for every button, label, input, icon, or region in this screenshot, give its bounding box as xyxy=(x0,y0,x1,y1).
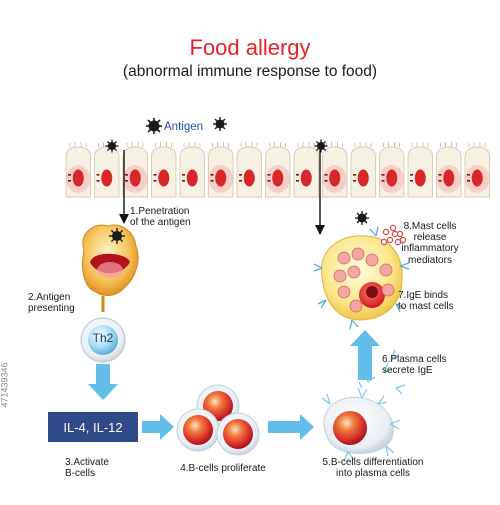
step-5-line-1: 5.B-cells differentiation xyxy=(322,457,424,468)
step-2-label: 2.Antigen presenting xyxy=(28,292,98,314)
cytokine-label: IL-4, IL-12 xyxy=(63,420,123,435)
antigen-label: Antigen xyxy=(164,121,204,133)
step-6-label: 6.Plasma cells secrete IgE xyxy=(382,354,472,376)
arrow-icon xyxy=(142,414,174,440)
step-8-line-1: 8.Mast cells xyxy=(403,221,457,232)
step-7-line-2: to mast cells xyxy=(398,301,454,313)
page-title: Food allergy xyxy=(189,35,311,60)
step-8-line-3: inflammatory xyxy=(401,243,459,255)
step-8-line-2: release xyxy=(413,232,447,244)
step-2-line-1: 2.Antigen xyxy=(28,292,71,303)
step-7-line-1: 7.IgE binds xyxy=(398,290,449,301)
epithelial-cell-icon xyxy=(151,142,177,198)
step-2-line-2: presenting xyxy=(28,303,75,315)
b-cell-icon xyxy=(176,384,260,456)
epithelial-cell-icon xyxy=(436,142,462,198)
th2-cell-icon xyxy=(80,317,126,363)
antigen-icon xyxy=(146,118,162,134)
step-1-line-2: of the antigen xyxy=(130,217,191,229)
plasma-cell-icon xyxy=(321,349,406,462)
penetration-arrow-right xyxy=(315,150,325,235)
epithelial-cell-icon xyxy=(179,142,205,198)
step-8-label: 8.Mast cells release inflammatory mediat… xyxy=(390,221,470,266)
th2-label: Th2 xyxy=(92,331,114,345)
epithelial-cell-icon xyxy=(293,142,319,198)
epithelial-cell-icon xyxy=(350,142,376,198)
step-3-line-1: 3.Activate xyxy=(65,457,109,468)
epithelial-cell-icon xyxy=(122,142,148,198)
step-6-line-2: secrete IgE xyxy=(382,365,433,377)
epithelial-cell-icon xyxy=(464,142,490,198)
page-subtitle: (abnormal immune response to food) xyxy=(122,63,378,80)
epithelial-cell-icon xyxy=(236,142,262,198)
stock-id: 471439346 xyxy=(0,362,10,408)
antigen-presenting-cell-icon xyxy=(82,224,139,312)
mast-cell-icon xyxy=(313,211,410,330)
step-1-label: 1.Penetration of the antigen xyxy=(130,206,200,228)
arrow-icon xyxy=(88,364,118,400)
step-1-line-1: 1.Penetration xyxy=(130,206,190,217)
cytokine-box xyxy=(48,412,138,442)
step-4-line-1: 4.B-cells proliferate xyxy=(180,463,266,474)
epithelial-cell-icon xyxy=(265,142,291,198)
step-6-line-1: 6.Plasma cells xyxy=(382,354,447,365)
arrow-icon xyxy=(350,330,380,380)
epithelial-cell-icon xyxy=(208,142,234,198)
step-4-label: 4.B-cells proliferate xyxy=(168,463,278,474)
step-7-label: 7.IgE binds to mast cells xyxy=(398,290,488,312)
step-8-line-4: mediators xyxy=(408,254,452,266)
penetration-arrow-left xyxy=(119,150,129,224)
epithelium-layer xyxy=(65,142,490,198)
step-5-label: 5.B-cells differentiation into plasma ce… xyxy=(308,457,438,479)
epithelial-cell-icon xyxy=(407,142,433,198)
epithelial-cell-icon xyxy=(322,142,348,198)
arrow-icon xyxy=(268,414,314,440)
epithelial-cell-icon xyxy=(65,142,91,198)
step-5-line-2: into plasma cells xyxy=(336,468,410,480)
epithelial-cell-icon xyxy=(379,142,405,198)
antigen-icon xyxy=(314,139,328,153)
epithelial-cell-icon xyxy=(94,142,120,198)
step-3-label: 3.Activate B-cells xyxy=(65,457,125,479)
antigen-icon xyxy=(105,139,119,153)
antigen-icon xyxy=(213,117,227,131)
step-3-line-2: B-cells xyxy=(65,468,96,480)
